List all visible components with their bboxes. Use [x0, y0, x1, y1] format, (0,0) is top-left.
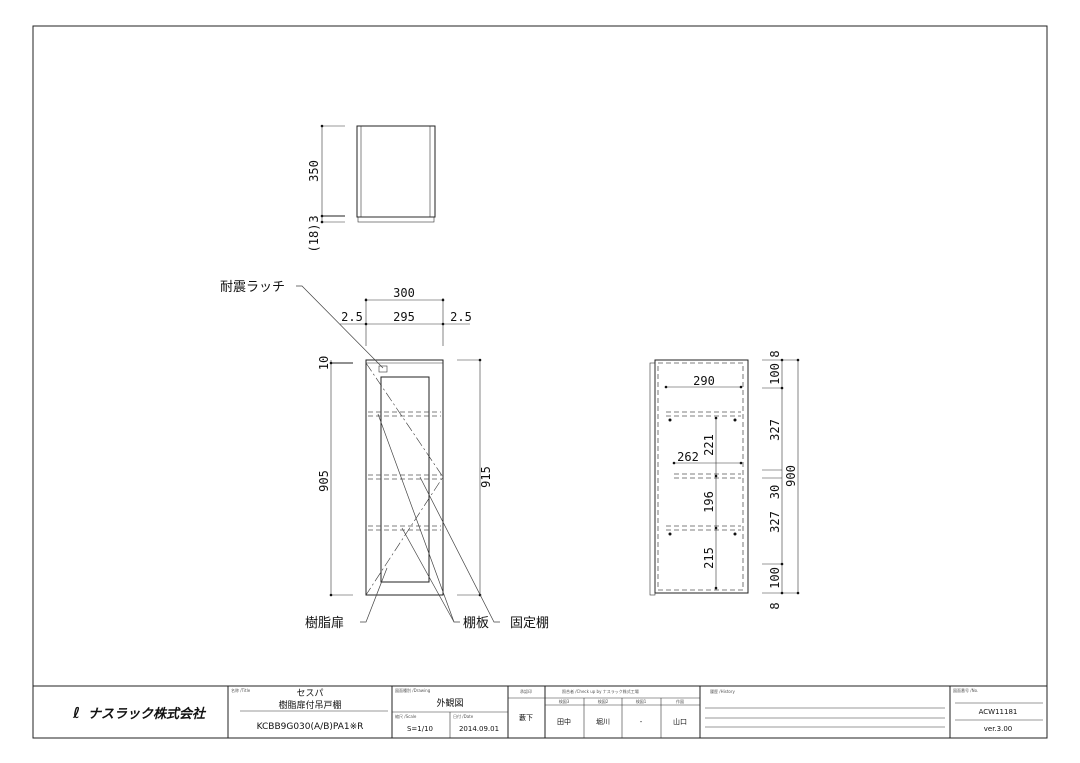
- number-label: 図面番号 /No.: [953, 687, 978, 693]
- dim-262: 262: [677, 450, 699, 464]
- dim-350: 350: [307, 160, 321, 182]
- scale-value: S=1/10: [407, 725, 433, 733]
- model-number: KCBB9G030(A/B)PA1※R: [257, 722, 364, 732]
- dim-300: 300: [393, 286, 415, 300]
- date-label: 日付 /Date: [453, 713, 474, 719]
- latch-icon: [378, 365, 388, 373]
- side-view: 290 262 221 196 215 8 100 327 30 327 100…: [649, 350, 800, 610]
- drawing-number: ACW11181: [979, 708, 1018, 716]
- series-name: セスパ: [296, 688, 323, 699]
- company-logo: ナスラック株式会社: [88, 706, 207, 722]
- approver-name: 藪下: [519, 713, 533, 722]
- checker-role: 検図3: [559, 698, 570, 704]
- dim-2-5-right: 2.5: [450, 310, 472, 324]
- checker-role: 作図: [676, 698, 684, 704]
- dim-295: 295: [393, 310, 415, 324]
- dim-8-top: 8: [768, 350, 782, 357]
- dim-30: 30: [768, 485, 782, 499]
- check-label: 照合者 /Check up by ナスラック株式工場: [562, 688, 639, 694]
- drawing-label: 図面種別 /Drawing: [395, 687, 431, 693]
- dim-100-bottom: 100: [768, 567, 782, 589]
- label-shelf: 棚板: [463, 616, 489, 631]
- company-logo-mark: ℓ: [72, 704, 80, 722]
- sheet-border: [32, 25, 1048, 739]
- dim-196: 196: [702, 491, 716, 513]
- approval-label: 承認印: [520, 688, 532, 694]
- dim-327-lower: 327: [768, 511, 782, 533]
- title-block: ℓ ナスラック株式会社 名称 /Title セスパ 樹脂扉付吊戸棚 KCBB9G…: [32, 685, 1048, 739]
- dim-915: 915: [479, 466, 493, 488]
- dim-2-5-left: 2.5: [341, 310, 363, 324]
- drawing-type: 外観図: [436, 697, 463, 709]
- title-label: 名称 /Title: [231, 687, 251, 693]
- dim-10: 10: [317, 356, 331, 370]
- dim-18: (18): [307, 224, 321, 253]
- top-view: 350 3 (18): [307, 124, 436, 253]
- history-label: 履歴 /History: [710, 688, 735, 694]
- checker-name: 堀川: [596, 717, 610, 726]
- date-value: 2014.09.01: [459, 725, 499, 733]
- dim-221: 221: [702, 434, 716, 456]
- product-name: 樹脂扉付吊戸棚: [278, 699, 341, 711]
- dim-100-top: 100: [768, 363, 782, 385]
- checker-name: -: [640, 718, 643, 726]
- dim-905: 905: [317, 470, 331, 492]
- front-view: 300 2.5 295 2.5 10 905 915 耐震ラッチ 樹脂扉 棚板 …: [220, 280, 549, 631]
- label-fixed-shelf: 固定棚: [510, 616, 549, 631]
- version: ver.3.00: [984, 725, 1013, 733]
- dim-3: 3: [307, 215, 321, 222]
- dim-8-bottom: 8: [768, 602, 782, 609]
- checker-name: 田中: [557, 717, 571, 726]
- checker-role: 検図2: [598, 698, 609, 704]
- dim-215: 215: [702, 547, 716, 569]
- checker-name: 山口: [673, 717, 687, 726]
- label-seismic-latch: 耐震ラッチ: [220, 280, 285, 295]
- label-resin-door: 樹脂扉: [305, 615, 344, 631]
- scale-label: 縮尺 /Scale: [395, 713, 417, 719]
- checker-role: 検図1: [636, 698, 647, 704]
- dim-327-upper: 327: [768, 419, 782, 441]
- dim-900: 900: [784, 465, 798, 487]
- dim-290: 290: [693, 374, 715, 388]
